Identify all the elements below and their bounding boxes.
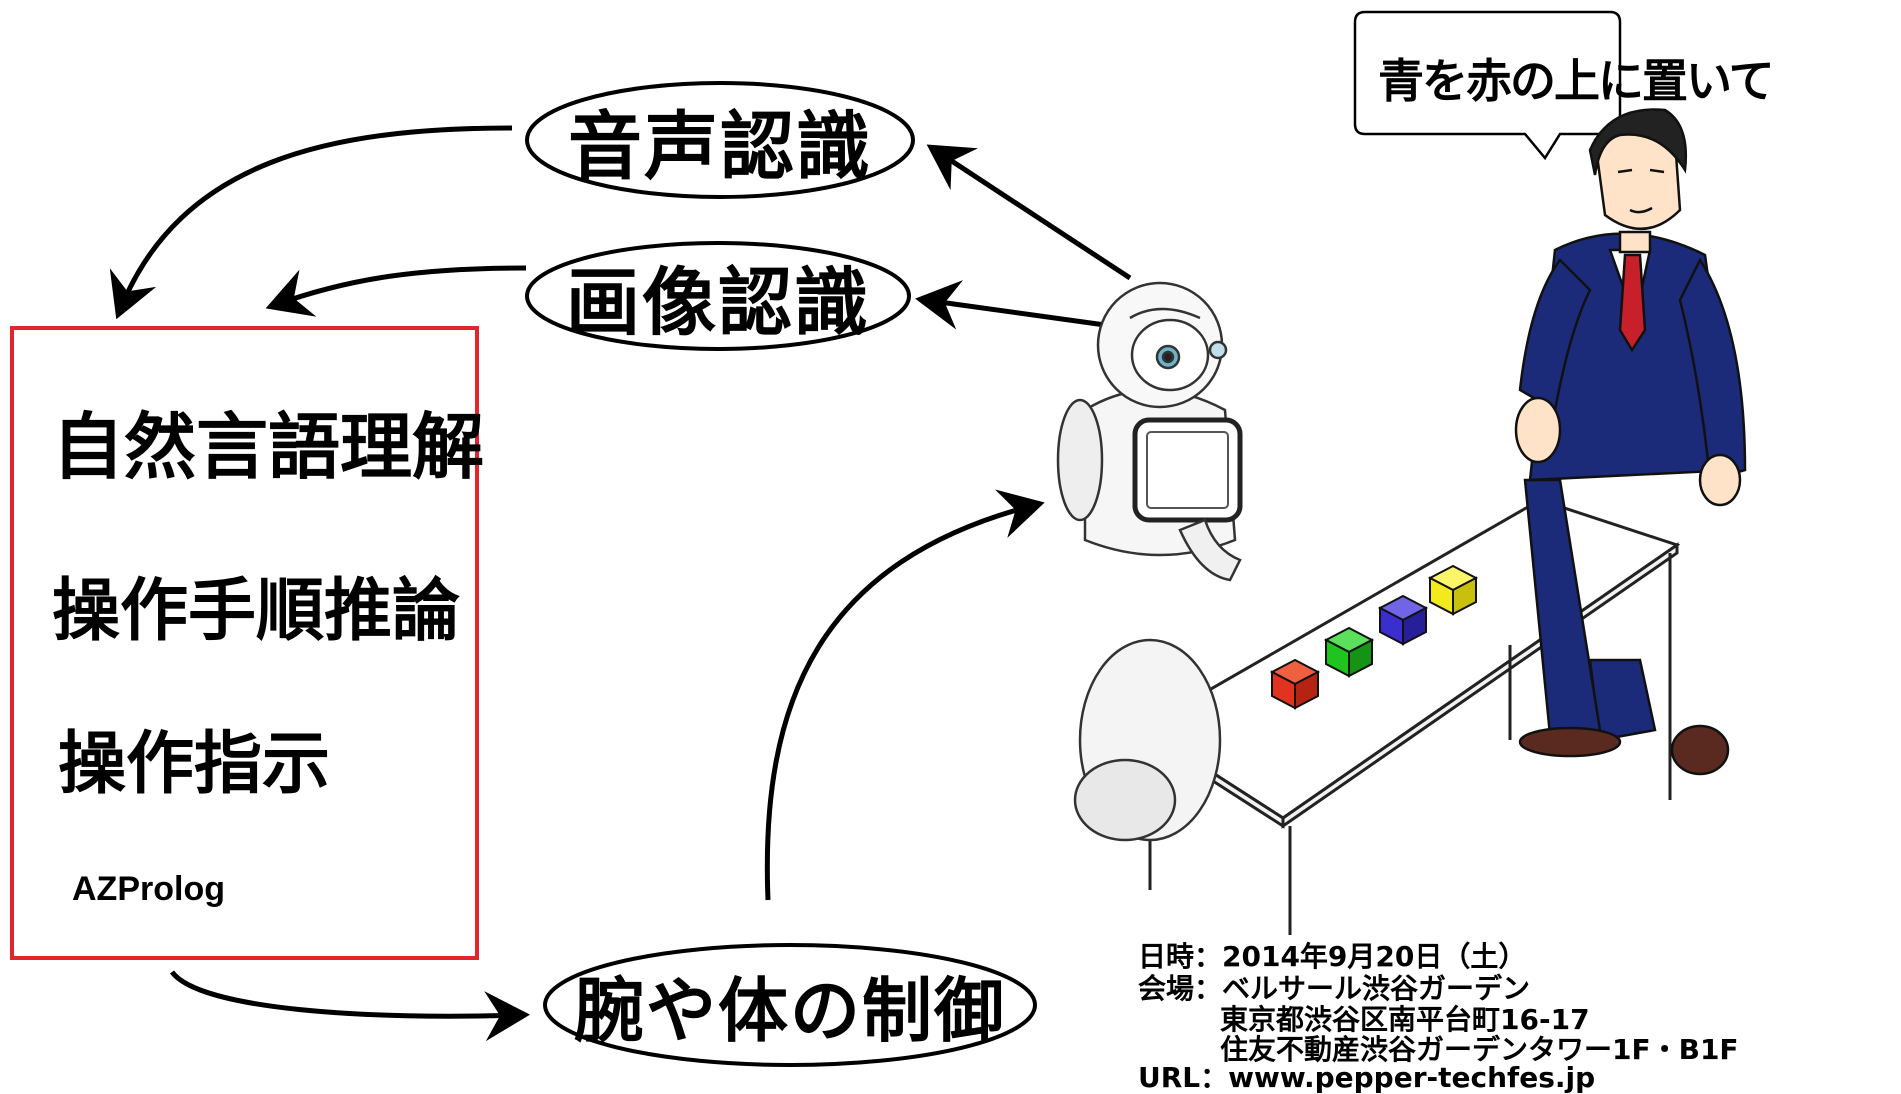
event-venue: 会場：ベルサール渋谷ガーデン	[1138, 972, 1531, 1005]
speech-recognition-ellipse	[525, 81, 915, 199]
event-datetime: 日時：2014年9月20日（土）	[1138, 940, 1527, 973]
speech-bubble-text: 青を赤の上に置いて	[1378, 54, 1775, 108]
speech-bubble	[1353, 10, 1622, 161]
arm-body-control-ellipse	[543, 943, 1037, 1067]
yellow-cube	[1427, 564, 1479, 616]
operation-instruction-item: 操作指示	[58, 725, 331, 804]
event-url: URL：www.pepper-techfes.jp	[1138, 1061, 1596, 1094]
arrow-control-to-robot	[764, 489, 1045, 901]
procedure-reasoning-item: 操作手順推論	[52, 572, 461, 651]
arrow-robot-to-image	[915, 280, 1106, 330]
blue-cube	[1377, 594, 1429, 646]
image-recognition-ellipse	[525, 241, 911, 351]
robot-illustration	[1056, 281, 1243, 842]
red-cube	[1269, 658, 1321, 710]
arm-body-control-label: 腕や体の制御	[574, 969, 1006, 1052]
green-cube	[1323, 626, 1375, 678]
arrow-speech-to-box	[109, 125, 513, 320]
image-recognition-label: 画像認識	[566, 259, 870, 346]
arrow-robot-to-speech	[926, 144, 1132, 281]
presenter-illustration	[1514, 108, 1747, 776]
event-address: 東京都渋谷区南平台町16-17	[1220, 1003, 1590, 1036]
processing-box	[10, 326, 479, 960]
cubes	[1269, 564, 1479, 710]
nlu-item: 自然言語理解	[52, 405, 485, 489]
engine-label: AZProlog	[72, 870, 225, 908]
event-building: 住友不動産渋谷ガーデンタワー1F・B1F	[1220, 1033, 1739, 1066]
flow-arrows	[109, 125, 1132, 1042]
speech-recognition-label: 音声認識	[568, 103, 872, 190]
arrow-image-to-box	[265, 265, 527, 317]
arrow-box-to-control	[169, 970, 530, 1042]
